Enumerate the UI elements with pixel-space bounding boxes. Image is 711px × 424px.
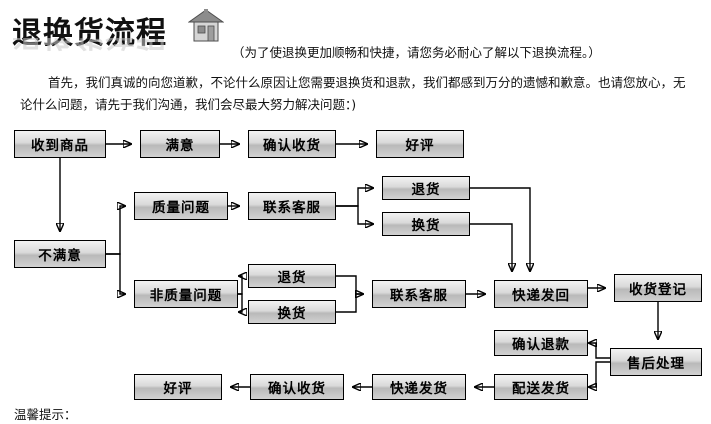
header-note: （为了使退换更加顺畅和快捷，请您务必耐心了解以下退换流程。） — [232, 45, 601, 60]
intro-line-1: 首先，我们真诚的向您道歉，不论什么原因让您需要退换货和退款，我们都感到万分的遗憾… — [48, 75, 686, 90]
flow-node-n12: 换货 — [248, 300, 336, 324]
flow-node-n15: 收货登记 — [614, 274, 702, 302]
flow-node-n4: 好评 — [376, 130, 464, 158]
page-title-reflection: 退换货流程 — [12, 38, 167, 60]
flow-node-n21: 好评 — [134, 374, 222, 400]
flow-node-n19: 快递发货 — [372, 374, 466, 400]
page-title: 退换货流程 — [12, 16, 167, 51]
flow-node-n8: 退货 — [382, 176, 470, 200]
flow-node-n13: 联系客服 — [372, 280, 466, 308]
flow-node-n1: 收到商品 — [14, 130, 106, 158]
flow-node-n14: 快递发回 — [494, 280, 588, 308]
flow-node-n6: 质量问题 — [134, 192, 228, 220]
flow-node-n3: 确认收货 — [248, 130, 336, 158]
flow-node-n7: 联系客服 — [248, 192, 336, 220]
flow-node-n17: 售后处理 — [610, 348, 702, 376]
house-icon — [187, 9, 225, 43]
flow-node-n20: 确认收货 — [250, 374, 344, 400]
intro-line-2: 论什么问题，请先于我们沟通，我们会尽最大努力解决问题：) — [20, 97, 357, 112]
intro-paragraph: 首先，我们真诚的向您道歉，不论什么原因让您需要退换货和退款，我们都感到万分的遗憾… — [20, 72, 692, 116]
flow-node-n18: 配送发货 — [494, 374, 588, 400]
flow-node-n5: 不满意 — [14, 240, 106, 268]
flow-node-n2: 满意 — [140, 130, 220, 158]
flow-node-n10: 非质量问题 — [134, 280, 238, 308]
footer-note: 温馨提示： — [14, 407, 77, 422]
flow-node-n11: 退货 — [248, 264, 336, 288]
flow-node-n9: 换货 — [382, 212, 470, 236]
flow-node-n16: 确认退款 — [494, 330, 588, 356]
